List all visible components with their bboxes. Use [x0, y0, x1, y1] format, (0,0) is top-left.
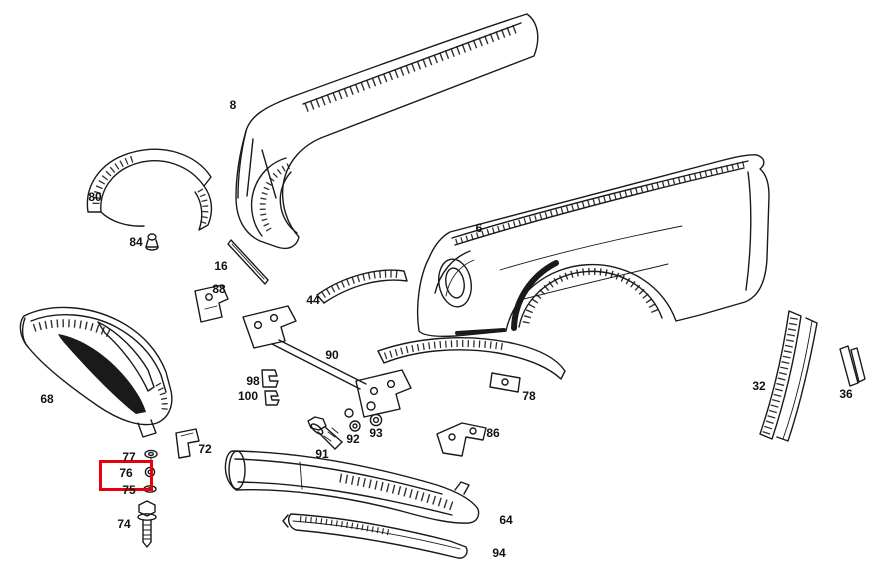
part-label-94[interactable]: 94 [492, 546, 506, 560]
part-90-support-bar-art [242, 305, 412, 418]
part-label-32[interactable]: 32 [752, 379, 766, 393]
part-label-100[interactable]: 100 [237, 389, 259, 403]
part-98-clip-art [261, 369, 279, 388]
part-label-90[interactable]: 90 [325, 348, 339, 362]
part-100-clip-art [264, 390, 280, 406]
part-64-bumper-art [224, 450, 480, 524]
part-label-76[interactable]: 76 [119, 466, 133, 480]
part-label-98[interactable]: 98 [246, 374, 260, 388]
part-84-clip-art [145, 233, 159, 251]
part-label-92[interactable]: 92 [346, 432, 360, 446]
part-label-6[interactable]: 6 [475, 221, 483, 235]
part-80-molding-art [86, 148, 213, 231]
part-72-clip-art [175, 428, 200, 459]
part-32-pillar-trim-art [759, 310, 818, 442]
part-label-84[interactable]: 84 [129, 235, 143, 249]
part-label-72[interactable]: 72 [198, 442, 212, 456]
part-label-91[interactable]: 91 [315, 447, 329, 461]
part-92-washer-art [344, 408, 361, 432]
part-label-8[interactable]: 8 [229, 98, 237, 112]
part-label-78[interactable]: 78 [522, 389, 536, 403]
highlight-box [99, 460, 153, 491]
part-91-bolt-art [307, 416, 343, 450]
part-93-washer-art [366, 401, 383, 427]
part-label-77[interactable]: 77 [122, 450, 136, 464]
part-16-strip-art [227, 239, 269, 285]
part-label-80[interactable]: 80 [88, 190, 102, 204]
part-label-75[interactable]: 75 [122, 483, 136, 497]
part-6-fender-art [416, 154, 770, 338]
part-label-93[interactable]: 93 [369, 426, 383, 440]
part-label-64[interactable]: 64 [499, 513, 513, 527]
part-68-bumper-end-art [19, 306, 173, 438]
part-label-36[interactable]: 36 [839, 387, 853, 401]
part-label-44[interactable]: 44 [306, 293, 320, 307]
part-94-trim-art [282, 513, 468, 559]
part-label-86[interactable]: 86 [486, 426, 500, 440]
part-36-strip-art [839, 345, 866, 387]
part-86-bracket-art [436, 422, 487, 457]
part-label-88[interactable]: 88 [212, 282, 226, 296]
part-88-bracket-art [194, 284, 229, 323]
part-label-68[interactable]: 68 [40, 392, 54, 406]
part-label-74[interactable]: 74 [117, 517, 131, 531]
part-44-molding-art [316, 269, 408, 304]
part-8-inner-fender-art [235, 13, 539, 250]
part-74-bolt-art [137, 500, 157, 548]
part-label-16[interactable]: 16 [214, 259, 228, 273]
part-78-molding-art [377, 337, 566, 393]
